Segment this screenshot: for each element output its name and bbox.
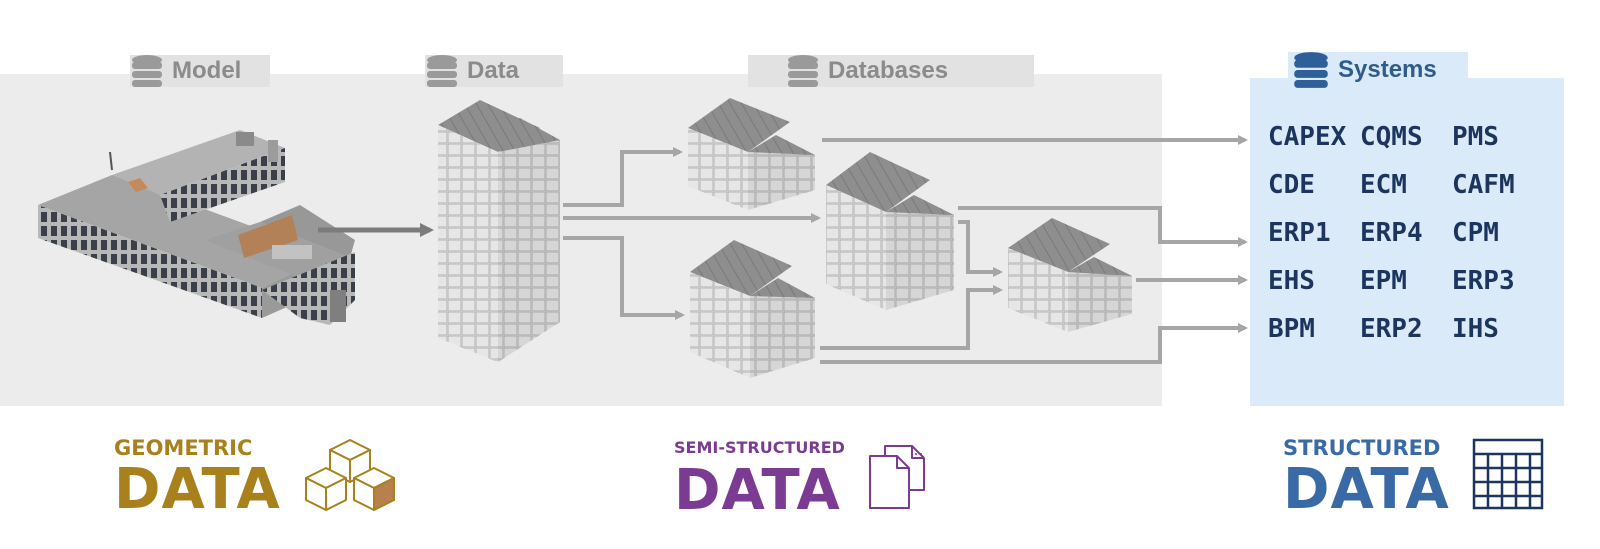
- caption-structured-big: DATA: [1283, 457, 1450, 522]
- connector-arrows: [563, 135, 1248, 364]
- system-label: ERP4: [1360, 218, 1423, 248]
- system-label: ERP2: [1360, 314, 1423, 344]
- system-label: CPM: [1452, 218, 1499, 248]
- caption-semi-structured-big: DATA: [674, 458, 841, 523]
- systems-list: CAPEX CQMS PMS CDE ECM CAFM ERP1 ERP4 CPM EHS EPM E…: [1268, 120, 1558, 346]
- header-systems: Systems: [1288, 52, 1468, 88]
- caption-semi-structured-small: SEMI-STRUCTURED: [674, 438, 845, 457]
- database-block-bottom: [690, 240, 815, 378]
- data-tower: [438, 100, 560, 362]
- system-label: ERP1: [1268, 218, 1331, 248]
- header-data: Data: [425, 55, 563, 87]
- system-label: CDE: [1268, 170, 1315, 200]
- system-label: CAPEX: [1268, 122, 1347, 152]
- database-icon: [427, 55, 457, 87]
- header-databases: Databases: [748, 55, 1034, 87]
- database-block-right: [1008, 218, 1132, 332]
- header-systems-label: Systems: [1338, 56, 1437, 83]
- caption-structured: STRUCTURED DATA: [1283, 436, 1463, 518]
- header-model-label: Model: [172, 57, 242, 84]
- header-data-label: Data: [467, 57, 520, 84]
- header-model: Model: [130, 55, 270, 87]
- database-block-middle: [826, 152, 954, 310]
- table-grid-icon: [1472, 438, 1544, 510]
- system-label: ECM: [1360, 170, 1407, 200]
- system-label: CAFM: [1452, 170, 1515, 200]
- caption-geometric-big: DATA: [114, 457, 281, 522]
- system-label: BPM: [1268, 314, 1315, 344]
- building-model: [38, 130, 355, 325]
- cubes-icon: [305, 439, 395, 511]
- database-icon: [1294, 52, 1328, 88]
- system-label: CQMS: [1360, 122, 1423, 152]
- caption-semi-structured: SEMI-STRUCTURED DATA: [674, 438, 874, 519]
- caption-geometric: GEOMETRIC DATA: [114, 436, 294, 518]
- database-icon: [788, 55, 818, 87]
- systems-panel: [1250, 78, 1564, 406]
- header-databases-label: Databases: [828, 57, 949, 84]
- system-label: PMS: [1452, 122, 1499, 152]
- documents-icon: [869, 445, 925, 509]
- system-label: EPM: [1360, 266, 1407, 296]
- system-label: ERP3: [1452, 266, 1515, 296]
- system-label: IHS: [1452, 314, 1499, 344]
- system-label: EHS: [1268, 266, 1315, 296]
- database-icon: [132, 55, 162, 87]
- caption-structured-small: STRUCTURED: [1283, 436, 1441, 460]
- database-block-top: [688, 98, 815, 210]
- caption-geometric-small: GEOMETRIC: [114, 436, 253, 460]
